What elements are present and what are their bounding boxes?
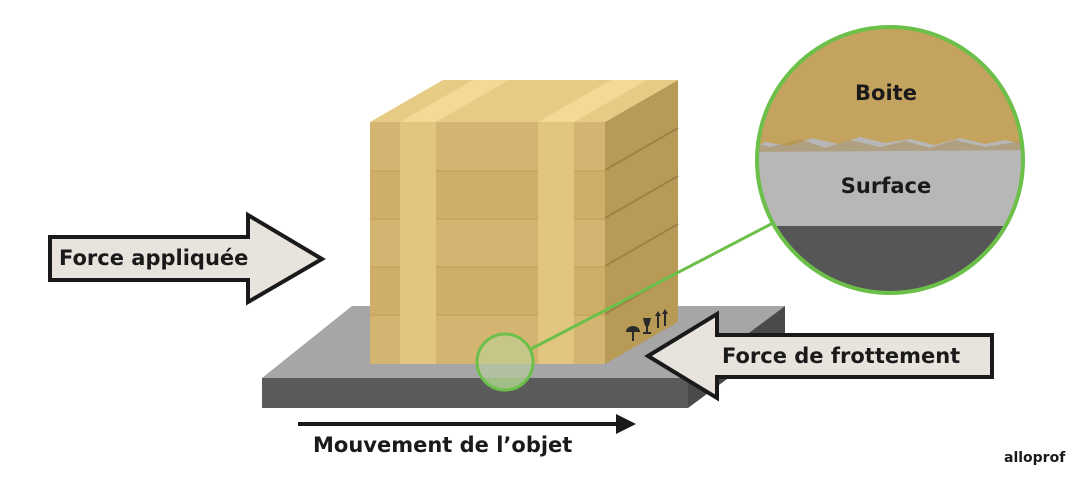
applied-force-arrow: Force appliquée: [48, 211, 326, 306]
zoom-box-label: Boite: [855, 81, 917, 105]
brand-logo: alloprof: [1004, 450, 1066, 466]
applied-force-label: Force appliquée: [59, 246, 248, 270]
umbrella-icon: [626, 326, 640, 341]
magnifier-line: [528, 220, 776, 352]
zoom-surface-label: Surface: [841, 174, 931, 198]
contact-spot: [475, 332, 535, 392]
fragile-glass-icon: [643, 318, 651, 334]
crate: [370, 80, 679, 364]
friction-force-arrow: Force de frottement: [644, 310, 994, 402]
this-side-up-icon: [655, 309, 668, 328]
zoom-circle: Boite Surface: [755, 25, 1025, 295]
friction-force-label: Force de frottement: [722, 344, 960, 368]
motion-label: Mouvement de l’objet: [313, 433, 572, 457]
motion-arrow: Mouvement de l’objet: [298, 414, 636, 457]
